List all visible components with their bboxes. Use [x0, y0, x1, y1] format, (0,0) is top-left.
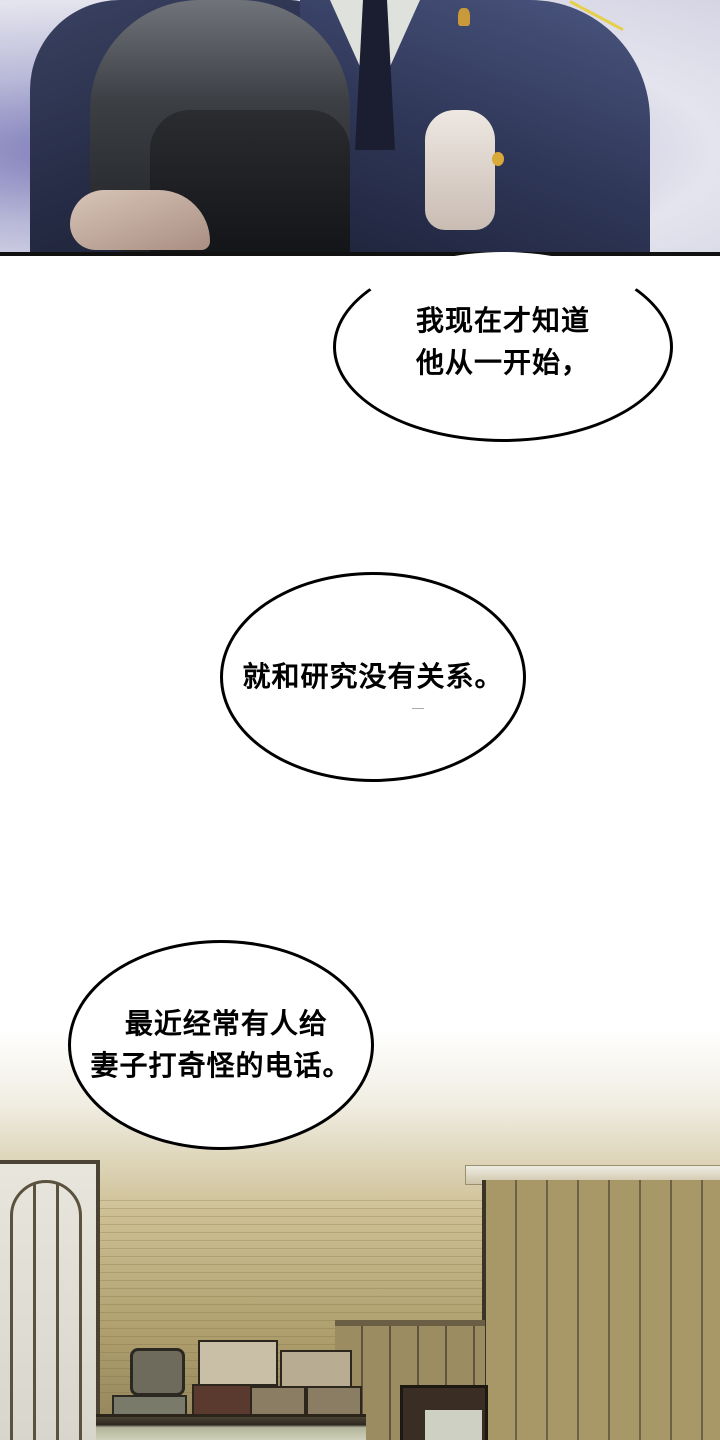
- man-hand: [70, 190, 210, 250]
- speech-bubble-1: 我现在才知道 他从一开始，: [333, 252, 673, 442]
- embrace-panel: [0, 0, 720, 256]
- woman-hand: [425, 110, 495, 230]
- speck-mark: [412, 708, 424, 709]
- arched-window: [10, 1180, 82, 1440]
- door-glass: [425, 1410, 482, 1440]
- monitor-device: [130, 1348, 185, 1396]
- lapel-insignia-icon: [458, 8, 470, 26]
- box-top-left: [198, 1340, 278, 1386]
- gold-button-icon: [492, 152, 504, 166]
- speech-bubble-2: 就和研究没有关系。: [220, 572, 526, 782]
- box-top-right: [280, 1350, 352, 1390]
- wood-panel-wall: [482, 1180, 720, 1440]
- speech-text-1: 我现在才知道 他从一开始，: [415, 304, 590, 379]
- speech-text-2: 就和研究没有关系。: [242, 660, 504, 693]
- shelf: [96, 1414, 366, 1440]
- speech-text-3: 最近经常有人给 妻子打奇怪的电话。: [90, 1007, 352, 1082]
- speech-bubble-3: 最近经常有人给 妻子打奇怪的电话。: [68, 940, 374, 1150]
